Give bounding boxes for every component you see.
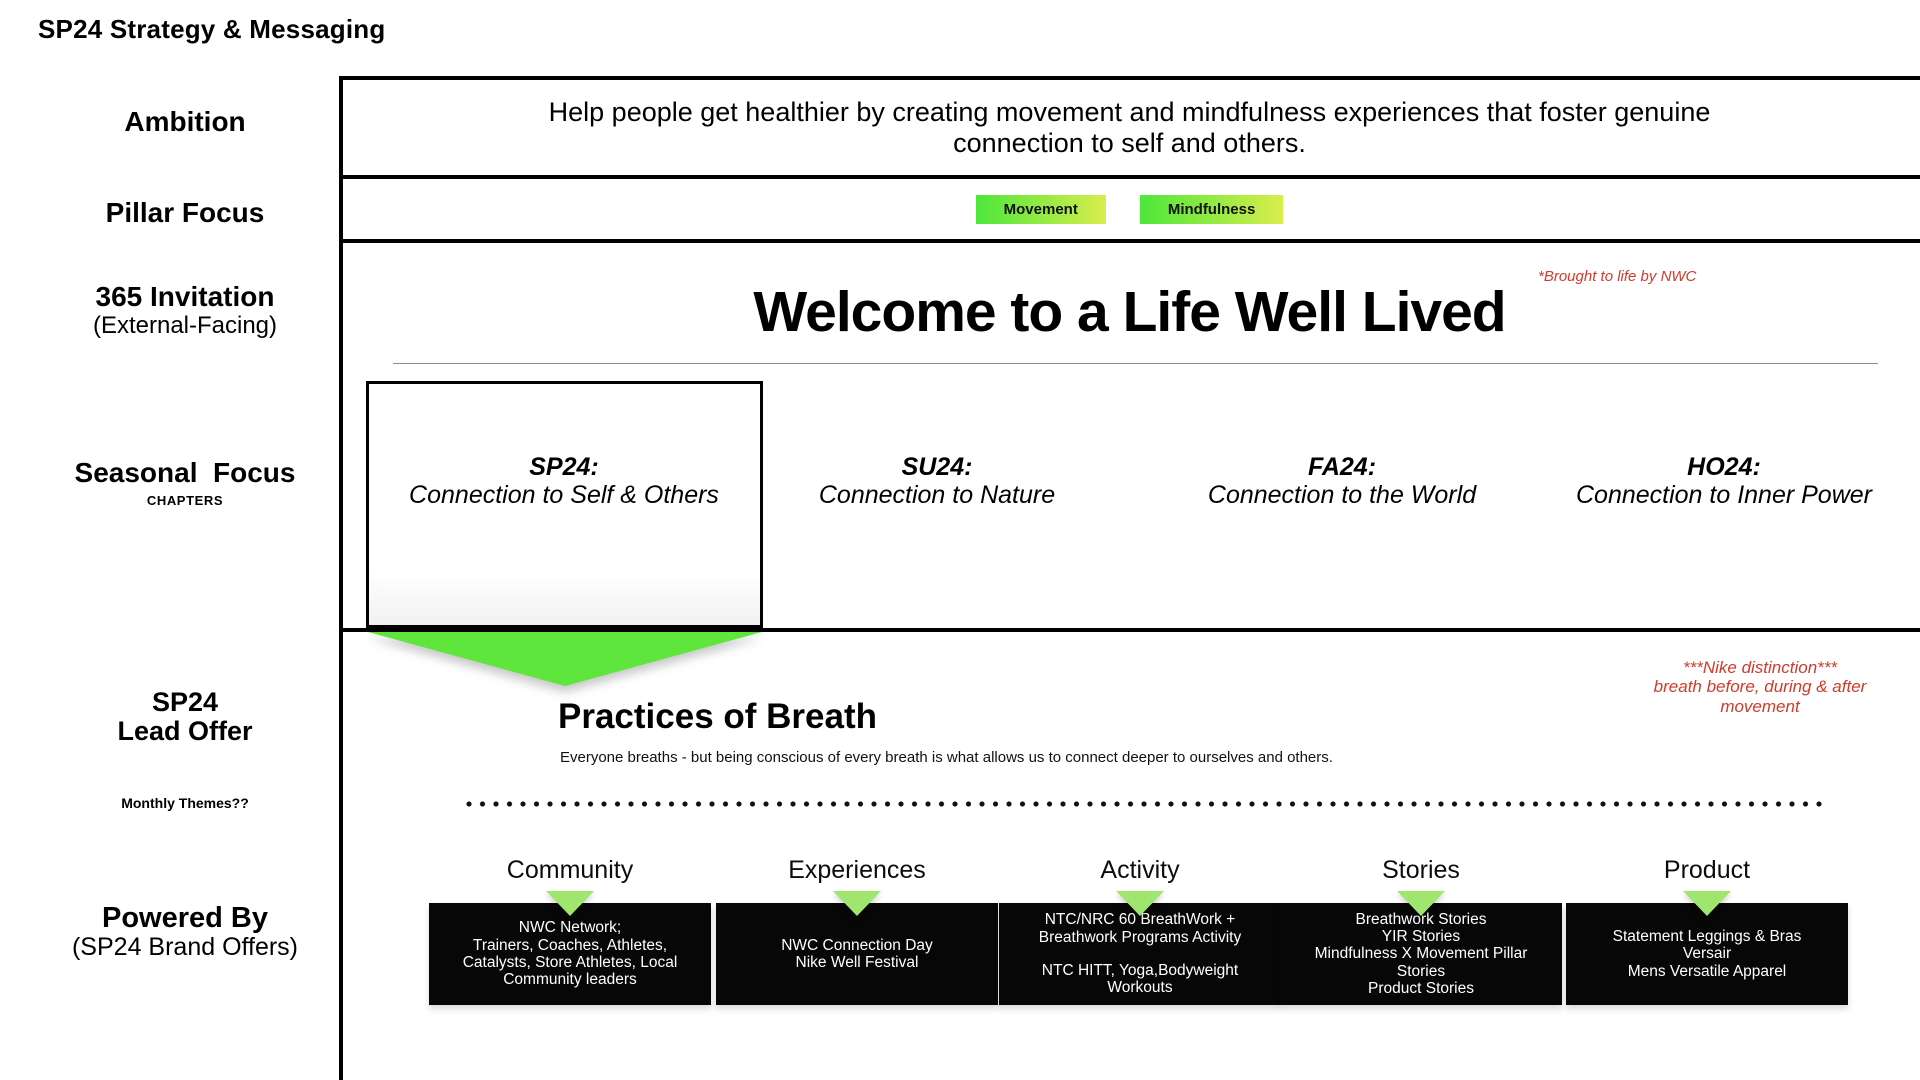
powered-column-product-box: Statement Leggings & Bras Versair Mens V… — [1566, 903, 1848, 1005]
powered-column-stories-header: Stories — [1382, 856, 1460, 884]
season-ho24-code: HO24: — [1687, 453, 1761, 481]
lead-offer-description: Everyone breaths - but being conscious o… — [560, 749, 1333, 766]
season-sp24-theme: Connection to Self & Others — [409, 481, 719, 509]
season-su24-theme: Connection to Nature — [818, 481, 1056, 509]
offer-line: YIR Stories — [1381, 927, 1461, 945]
seasonal-row-label: Seasonal Focus CHAPTERS — [30, 457, 340, 508]
arrow-down-icon — [833, 891, 881, 916]
powered-column-activity-header: Activity — [1100, 856, 1180, 884]
offer-line: Nike Well Festival — [795, 954, 919, 971]
offer-line: Breathwork Programs Activity — [1038, 928, 1242, 946]
ambition-row-label: Ambition — [124, 106, 246, 137]
powered-by-row-label-line2: (SP24 Brand Offers) — [71, 933, 299, 962]
offer-line: Catalysts, Store Athletes, Local — [462, 954, 678, 971]
offer-line: Breathwork Stories — [1355, 910, 1487, 928]
invitation-row-label: 365 Invitation (External-Facing) — [30, 281, 340, 339]
offer-line: Workouts — [1107, 979, 1173, 997]
season-fa24: FA24: Connection to the World — [1142, 453, 1542, 509]
invitation-annotation: *Brought to life by NWC — [1538, 268, 1697, 285]
offer-line: Community leaders — [503, 971, 637, 989]
offer-line: Trainers, Coaches, Athletes, — [472, 936, 668, 954]
season-ho24-theme: Connection to Inner Power — [1575, 481, 1872, 509]
monthly-themes-dotted-line — [466, 801, 1826, 807]
powered-column-community-header: Community — [506, 856, 634, 884]
offer-line: NWC Connection Day — [781, 936, 933, 954]
offer-line: NTC/NRC 60 BreathWork + — [1044, 911, 1236, 929]
arrow-down-icon — [1683, 891, 1731, 916]
offer-line: NTC HITT, Yoga,Bodyweight — [1041, 962, 1239, 980]
pillar-chip-movement: Movement — [975, 194, 1106, 224]
lead-offer-annotation: ***Nike distinction*** breath before, du… — [1600, 658, 1920, 716]
powered-column-activity: Activity NTC/NRC 60 BreathWork + Breathw… — [999, 856, 1281, 1005]
season-su24: SU24: Connection to Nature — [737, 453, 1137, 509]
season-fa24-theme: Connection to the World — [1207, 481, 1477, 509]
offer-line: Mindfulness X Movement Pillar — [1314, 945, 1528, 963]
powered-column-product: Product Statement Leggings & Bras Versai… — [1566, 856, 1848, 1005]
powered-column-stories: Stories Breathwork Stories YIR Stories M… — [1280, 856, 1562, 1005]
invitation-heading: Welcome to a Life Well Lived — [753, 280, 1506, 344]
seasonal-row-label-title: Seasonal Focus — [74, 457, 296, 488]
powered-column-community-box: NWC Network; Trainers, Coaches, Athletes… — [429, 903, 711, 1005]
powered-by-row-label-line1: Powered By — [102, 902, 268, 934]
powered-column-activity-box: NTC/NRC 60 BreathWork + Breathwork Progr… — [999, 903, 1281, 1005]
monthly-themes-label: Monthly Themes?? — [121, 795, 249, 811]
powered-by-row-label: Powered By (SP24 Brand Offers) — [30, 902, 340, 962]
arrow-down-icon — [546, 891, 594, 916]
page-title: SP24 Strategy & Messaging — [38, 14, 386, 44]
lead-offer-heading: Practices of Breath — [558, 697, 878, 736]
offer-line: Versair — [1682, 945, 1732, 963]
season-su24-code: SU24: — [901, 453, 973, 481]
powered-column-community: Community NWC Network; Trainers, Coaches… — [429, 856, 711, 1005]
ambition-statement: Help people get healthier by creating mo… — [548, 97, 1711, 158]
lead-offer-arrow-icon — [368, 632, 762, 686]
powered-column-product-header: Product — [1663, 856, 1751, 884]
offer-line: Stories — [1396, 962, 1446, 980]
offer-line — [1005, 946, 1275, 962]
arrow-down-icon — [1397, 891, 1445, 916]
arrow-down-icon — [1116, 891, 1164, 916]
seasonal-row-label-sub: CHAPTERS — [146, 492, 224, 508]
offer-line: NWC Network; — [518, 919, 622, 937]
lead-offer-annotation-line3: movement — [1720, 696, 1800, 716]
pillar-focus-row-label: Pillar Focus — [105, 197, 265, 228]
pillar-focus-row: Movement Mindfulness — [339, 179, 1920, 243]
lead-offer-row-label-line1: SP24 — [151, 687, 219, 717]
frame-left-border — [339, 76, 343, 1080]
season-ho24: HO24: Connection to Inner Power — [1524, 453, 1920, 509]
lead-offer-annotation-line1: ***Nike distinction*** — [1682, 658, 1838, 677]
powered-column-stories-box: Breathwork Stories YIR Stories Mindfulne… — [1280, 903, 1562, 1005]
offer-line: Statement Leggings & Bras — [1612, 927, 1802, 945]
lead-offer-annotation-line2: breath before, during & after — [1653, 677, 1867, 697]
powered-column-experiences: Experiences NWC Connection Day Nike Well… — [716, 856, 998, 1005]
invitation-underline — [393, 363, 1878, 364]
invitation-row-label-line1: 365 Invitation — [95, 281, 275, 312]
offer-line: Product Stories — [1368, 980, 1474, 998]
seasonal-bottom-divider — [339, 628, 1920, 632]
season-sp24-code: SP24: — [529, 453, 599, 481]
pillar-chip-mindfulness: Mindfulness — [1139, 194, 1284, 224]
season-sp24: SP24: Connection to Self & Others — [364, 453, 764, 509]
invitation-row-label-line2: (External-Facing) — [92, 311, 278, 339]
powered-column-experiences-header: Experiences — [788, 856, 926, 884]
powered-column-experiences-box: NWC Connection Day Nike Well Festival — [716, 903, 998, 1005]
offer-line: Mens Versatile Apparel — [1627, 962, 1787, 980]
lead-offer-row-label: SP24 Lead Offer — [30, 688, 340, 746]
ambition-statement-box: Help people get healthier by creating mo… — [339, 76, 1920, 179]
season-sp24-highlight-box — [366, 381, 763, 628]
season-fa24-code: FA24: — [1307, 453, 1377, 481]
lead-offer-row-label-line2: Lead Offer — [117, 715, 253, 746]
